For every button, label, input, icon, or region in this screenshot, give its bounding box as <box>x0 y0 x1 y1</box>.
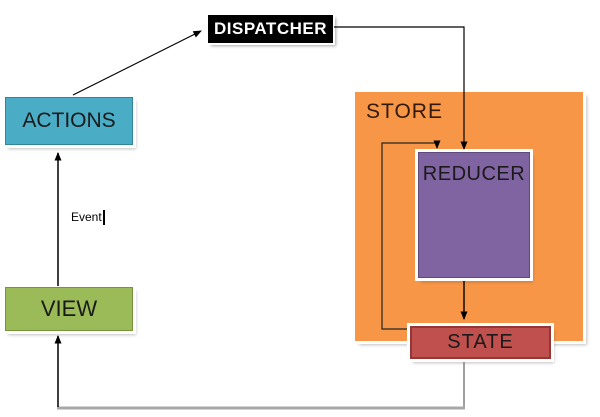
edge-actions-to-dispatcher <box>72 30 202 96</box>
text-cursor <box>102 209 105 225</box>
dispatcher-box: DISPATCHER <box>208 15 333 43</box>
view-label: VIEW <box>40 296 98 321</box>
reducer-label: REDUCER <box>422 163 526 185</box>
dispatcher-label: DISPATCHER <box>214 19 327 38</box>
state-box: STATE <box>410 326 551 359</box>
view-box: VIEW <box>5 287 133 331</box>
actions-box: ACTIONS <box>5 97 133 145</box>
event-label-text: Event <box>71 210 102 224</box>
store-label: STORE <box>366 100 443 123</box>
reducer-box: REDUCER <box>418 152 530 278</box>
state-label: STATE <box>447 331 514 353</box>
actions-label: ACTIONS <box>22 109 116 132</box>
event-edge-label[interactable]: Event <box>71 209 105 225</box>
